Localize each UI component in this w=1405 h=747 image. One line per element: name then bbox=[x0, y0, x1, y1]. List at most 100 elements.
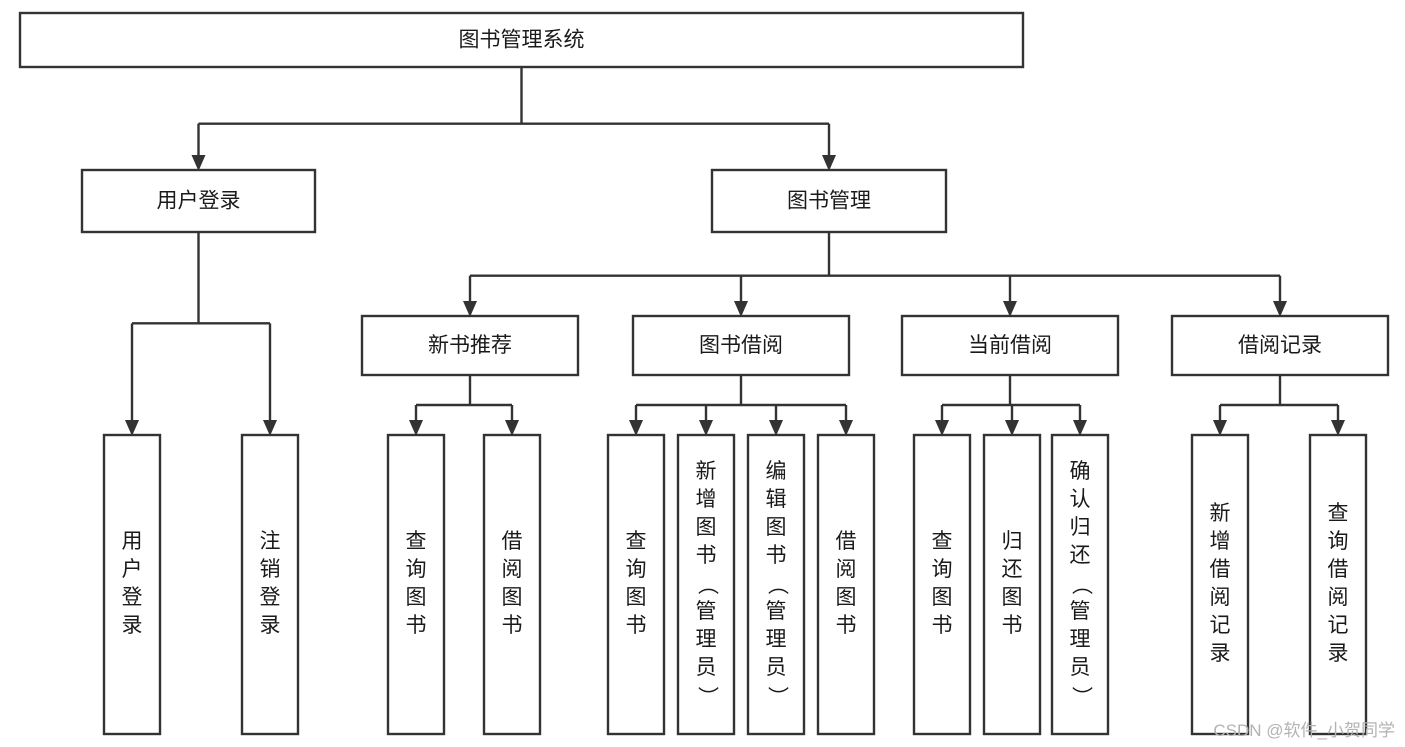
svg-text:管: 管 bbox=[696, 600, 717, 623]
arrow-head-icon bbox=[505, 420, 519, 436]
node-box-add-borrow-record bbox=[1190, 433, 1250, 736]
node-box-borrow-edit-book bbox=[746, 433, 806, 736]
svg-text:录: 录 bbox=[1210, 642, 1231, 665]
svg-text:阅: 阅 bbox=[502, 558, 523, 581]
svg-text:）: ） bbox=[1069, 686, 1092, 707]
node-box-current-query-book bbox=[912, 433, 972, 736]
svg-text:查: 查 bbox=[1328, 502, 1349, 525]
node-box-user-login-do bbox=[102, 433, 162, 736]
svg-text:（: （ bbox=[1069, 574, 1092, 595]
arrow-head-icon bbox=[822, 155, 836, 171]
node-label-borrow-records: 借阅记录 bbox=[1238, 334, 1322, 357]
watermark-text: CSDN @软件_小贺同学 bbox=[1213, 721, 1395, 740]
node-box-root bbox=[18, 11, 1025, 69]
svg-text:书: 书 bbox=[1002, 614, 1023, 637]
node-book-borrow[interactable]: 图书借阅 bbox=[631, 314, 851, 377]
svg-text:查: 查 bbox=[626, 530, 647, 553]
svg-text:）: ） bbox=[695, 686, 718, 707]
node-book-management[interactable]: 图书管理 bbox=[710, 168, 948, 234]
arrow-head-icon bbox=[125, 420, 139, 436]
node-box-borrow-borrow-book bbox=[816, 433, 876, 736]
node-box-book-borrow bbox=[631, 314, 851, 377]
node-label-user-login: 用户登录 bbox=[157, 190, 241, 213]
node-root[interactable]: 图书管理系统 bbox=[18, 11, 1025, 69]
svg-text:管: 管 bbox=[1070, 600, 1091, 623]
arrow-head-icon bbox=[1331, 420, 1345, 436]
svg-text:记: 记 bbox=[1328, 614, 1349, 637]
node-user-login[interactable]: 用户登录 bbox=[80, 168, 317, 234]
svg-text:书: 书 bbox=[836, 614, 857, 637]
svg-text:注: 注 bbox=[260, 530, 281, 553]
node-label-book-management: 图书管理 bbox=[787, 190, 871, 213]
arrow-head-icon bbox=[263, 420, 277, 436]
arrow-head-icon bbox=[1273, 301, 1287, 317]
svg-text:图: 图 bbox=[696, 516, 717, 539]
arrow-head-icon bbox=[839, 420, 853, 436]
svg-text:管: 管 bbox=[766, 600, 787, 623]
svg-text:还: 还 bbox=[1002, 558, 1023, 581]
node-box-current-return-book bbox=[982, 433, 1042, 736]
arrow-head-icon bbox=[409, 420, 423, 436]
node-box-new-book-recommend bbox=[360, 314, 580, 377]
node-box-user-logout bbox=[240, 433, 300, 736]
svg-text:询: 询 bbox=[626, 558, 647, 581]
svg-text:新: 新 bbox=[696, 460, 717, 483]
node-box-book-management bbox=[710, 168, 948, 234]
svg-text:户: 户 bbox=[122, 558, 143, 581]
svg-text:借: 借 bbox=[502, 530, 523, 553]
svg-text:归: 归 bbox=[1002, 530, 1023, 553]
svg-text:阅: 阅 bbox=[1328, 586, 1349, 609]
arrow-head-icon bbox=[1073, 420, 1087, 436]
svg-text:增: 增 bbox=[1210, 530, 1231, 553]
node-box-borrow-records bbox=[1170, 314, 1390, 377]
svg-text:书: 书 bbox=[766, 544, 787, 567]
svg-text:）: ） bbox=[765, 686, 788, 707]
svg-text:用: 用 bbox=[122, 530, 143, 553]
svg-text:图: 图 bbox=[502, 586, 523, 609]
node-current-borrow[interactable]: 当前借阅 bbox=[900, 314, 1120, 377]
node-user-login-do[interactable]: 用户登录 bbox=[102, 433, 162, 736]
svg-text:编: 编 bbox=[766, 460, 787, 483]
node-new-book-recommend[interactable]: 新书推荐 bbox=[360, 314, 580, 377]
svg-text:书: 书 bbox=[932, 614, 953, 637]
svg-text:确: 确 bbox=[1070, 460, 1091, 483]
node-box-user-login bbox=[80, 168, 317, 234]
diagram-nodes: 图书管理系统用户登录用户登录注销登录图书管理新书推荐查询图书借阅图书图书借阅查询… bbox=[18, 11, 1390, 736]
node-box-query-borrow-record bbox=[1308, 433, 1368, 736]
svg-text:图: 图 bbox=[626, 586, 647, 609]
arrow-head-icon bbox=[463, 301, 477, 317]
svg-text:认: 认 bbox=[1070, 488, 1091, 511]
node-borrow-records[interactable]: 借阅记录 bbox=[1170, 314, 1390, 377]
arrow-head-icon bbox=[191, 155, 206, 171]
svg-text:阅: 阅 bbox=[1210, 586, 1231, 609]
svg-text:销: 销 bbox=[260, 558, 281, 581]
node-box-current-borrow bbox=[900, 314, 1120, 377]
node-label-current-borrow: 当前借阅 bbox=[968, 334, 1052, 357]
arrow-head-icon bbox=[1213, 420, 1227, 436]
svg-text:理: 理 bbox=[696, 628, 717, 651]
arrow-head-icon bbox=[699, 420, 713, 436]
svg-text:询: 询 bbox=[932, 558, 953, 581]
svg-text:图: 图 bbox=[932, 586, 953, 609]
svg-text:理: 理 bbox=[1070, 628, 1091, 651]
svg-text:借: 借 bbox=[1210, 558, 1231, 581]
svg-text:书: 书 bbox=[502, 614, 523, 637]
connector-edges bbox=[125, 67, 1345, 436]
svg-text:新: 新 bbox=[1210, 502, 1231, 525]
